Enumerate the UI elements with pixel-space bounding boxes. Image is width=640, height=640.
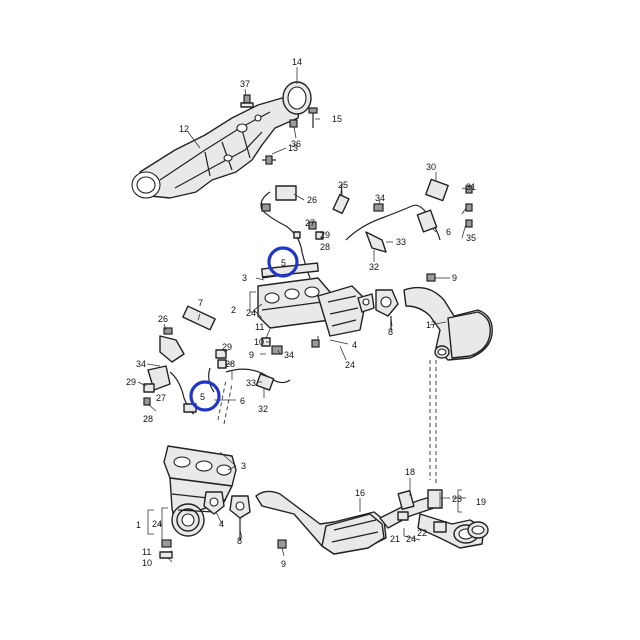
callout-24-c: 24 bbox=[152, 519, 162, 529]
dashed-connector-right bbox=[429, 360, 437, 486]
callout-17: 17 bbox=[426, 320, 436, 330]
callout-12: 12 bbox=[179, 124, 189, 134]
callout-26-lower: 26 bbox=[158, 314, 168, 324]
callout-7: 7 bbox=[198, 298, 203, 308]
callout-34-lower: 34 bbox=[136, 359, 146, 369]
callout-28-mid: 28 bbox=[225, 359, 235, 369]
callout-1: 1 bbox=[136, 520, 141, 530]
callout-15: 15 bbox=[332, 114, 342, 124]
flange-gasket bbox=[357, 273, 436, 330]
callout-5-lower: 5 bbox=[200, 392, 205, 402]
callout-32-upper: 32 bbox=[369, 262, 379, 272]
callout-27-upper: 27 bbox=[305, 218, 315, 228]
callout-19: 19 bbox=[476, 497, 486, 507]
callout-16: 16 bbox=[355, 488, 365, 498]
callout-14: 14 bbox=[292, 57, 302, 67]
callout-30: 30 bbox=[426, 162, 436, 172]
callout-24-a: 24 bbox=[246, 308, 256, 318]
callout-13: 13 bbox=[288, 143, 298, 153]
callout-29-mid: 29 bbox=[222, 342, 232, 352]
left-sensor-assembly bbox=[143, 305, 320, 415]
exhaust-ring-clamp bbox=[282, 81, 312, 115]
callout-34-upper: 34 bbox=[375, 193, 385, 203]
callout-8-lower: 8 bbox=[237, 536, 242, 546]
callout-33-upper: 33 bbox=[396, 237, 406, 247]
callout-11-lower: 11 bbox=[142, 547, 151, 557]
callout-6-lower: 6 bbox=[240, 396, 245, 406]
centre-pipe-catalytic-converter bbox=[255, 489, 443, 555]
callout-31: 31 bbox=[466, 182, 476, 192]
callout-28-lower: 28 bbox=[143, 414, 153, 424]
rear-silencer bbox=[403, 286, 493, 361]
callout-9-lower: 9 bbox=[281, 559, 286, 569]
callout-23: 23 bbox=[452, 494, 462, 504]
callout-4-lower: 4 bbox=[219, 519, 224, 529]
callout-24-b: 24 bbox=[345, 360, 355, 370]
callout-18: 18 bbox=[405, 467, 415, 477]
leader-lines bbox=[137, 67, 467, 563]
callout-37: 37 bbox=[240, 79, 250, 89]
callout-10-upper: 10 bbox=[254, 337, 264, 347]
callout-29-upper: 29 bbox=[320, 230, 330, 240]
left-exhaust-manifold bbox=[159, 445, 237, 559]
callout-4-upper: 4 bbox=[352, 340, 357, 350]
callout-numbers: 37 14 12 15 13 36 26 25 34 30 31 6 35 33… bbox=[126, 57, 486, 569]
callout-26-upper: 26 bbox=[307, 195, 317, 205]
cross-member-bracket bbox=[131, 97, 301, 199]
callout-35: 35 bbox=[466, 233, 476, 243]
bracket-fasteners bbox=[240, 94, 318, 165]
callout-22: 22 bbox=[417, 528, 427, 538]
callout-25: 25 bbox=[338, 180, 348, 190]
callout-27-lower: 27 bbox=[156, 393, 166, 403]
tail-pipes bbox=[397, 511, 489, 549]
callout-10-lower: 10 bbox=[142, 558, 152, 568]
dashed-connector-left bbox=[217, 379, 233, 425]
callout-8-upper: 8 bbox=[388, 327, 393, 337]
highlight-circle-lower-sensor bbox=[189, 380, 221, 412]
callout-9-mid: 9 bbox=[249, 350, 254, 360]
callout-5-upper: 5 bbox=[281, 258, 286, 268]
callout-28-upper: 28 bbox=[320, 242, 330, 252]
highlight-circle-upper-sensor bbox=[267, 246, 299, 278]
callout-32-lower: 32 bbox=[258, 404, 268, 414]
lower-flange-gaskets bbox=[203, 491, 287, 549]
callout-3-lower: 3 bbox=[241, 461, 246, 471]
callout-29-lower: 29 bbox=[126, 377, 136, 387]
callout-3-upper: 3 bbox=[242, 273, 247, 283]
callout-33-lower: 33 bbox=[246, 378, 256, 388]
callout-34-mid: 34 bbox=[284, 350, 294, 360]
callout-36: 36 bbox=[291, 139, 301, 149]
callout-11-upper: 11 bbox=[255, 322, 264, 332]
callout-6-upper: 6 bbox=[446, 227, 451, 237]
callout-24-d: 24 bbox=[406, 534, 416, 544]
right-exhaust-manifold bbox=[257, 262, 367, 337]
callout-9-upper: 9 bbox=[452, 273, 457, 283]
callout-21: 21 bbox=[390, 534, 400, 544]
upper-sensor-assembly bbox=[260, 178, 473, 279]
callout-2: 2 bbox=[231, 305, 236, 315]
